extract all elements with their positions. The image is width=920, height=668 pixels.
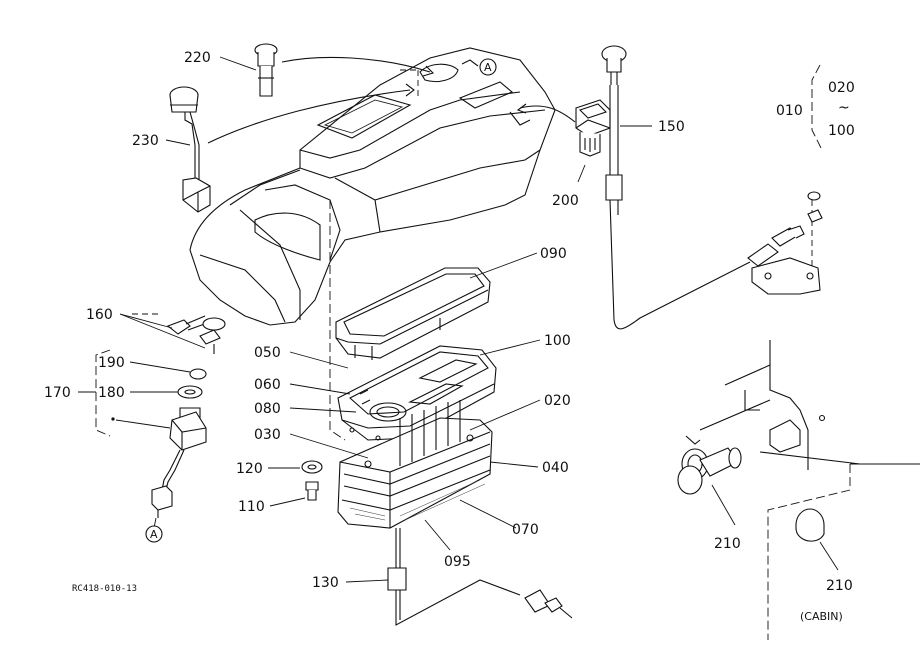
dashboard-cover-panel [189, 47, 556, 326]
part-160-keys [166, 315, 226, 354]
part-230-switch [169, 83, 415, 213]
label-100: 100 [544, 333, 571, 349]
label-030: 030 [254, 427, 281, 443]
part-180-washer [177, 385, 203, 399]
label-040: 040 [542, 460, 569, 476]
label-050: 050 [254, 345, 281, 361]
label-210-lighter: 210 [714, 536, 741, 552]
label-020-range: 020 [828, 80, 855, 96]
bracket-010 [811, 64, 823, 151]
marker-a-bottom-label: A [150, 528, 158, 541]
label-100-range: 100 [828, 123, 855, 139]
marker-a-bottom: A [145, 525, 163, 543]
part-190-nut [189, 368, 207, 380]
marker-a-top-label: A [484, 61, 492, 74]
part-090-meter-cover [335, 267, 491, 360]
part-150-throttle-cable [601, 45, 823, 330]
label-230: 230 [132, 133, 159, 149]
marker-a-top: A [479, 58, 497, 76]
part-130-cable [387, 528, 573, 626]
cabin-region-outline [767, 464, 851, 640]
label-210-cabin: 210 [826, 578, 853, 594]
label-070: 070 [512, 522, 539, 538]
part-110-screw [305, 481, 319, 501]
assembly-line-1 [329, 200, 346, 441]
label-020: 020 [544, 393, 571, 409]
part-210-lighter [677, 340, 920, 495]
part-120-washer [301, 460, 323, 474]
label-150: 150 [658, 119, 685, 135]
label-220: 220 [184, 50, 211, 66]
label-190: 190 [98, 355, 125, 371]
label-130: 130 [312, 575, 339, 591]
label-090: 090 [540, 246, 567, 262]
label-170: 170 [44, 385, 71, 401]
label-120: 120 [236, 461, 263, 477]
label-060: 060 [254, 377, 281, 393]
part-210-cabin-plug [795, 508, 825, 542]
part-220-knob [254, 43, 435, 97]
label-range-tilde: ~ [838, 100, 850, 116]
label-180: 180 [98, 385, 125, 401]
cabin-note: (CABIN) [800, 610, 843, 623]
label-080: 080 [254, 401, 281, 417]
leader-lines [78, 56, 839, 583]
label-160: 160 [86, 307, 113, 323]
dot-170 [111, 417, 115, 421]
bracket-170 [95, 349, 111, 437]
label-010: 010 [776, 103, 803, 119]
part-100-meter-face [337, 345, 497, 441]
label-095: 095 [444, 554, 471, 570]
part-040-meter-case [337, 400, 493, 529]
part-170-key-switch [151, 407, 207, 518]
drawing-code: RC418-010-13 [72, 584, 137, 594]
label-110: 110 [238, 499, 265, 515]
label-200: 200 [552, 193, 579, 209]
